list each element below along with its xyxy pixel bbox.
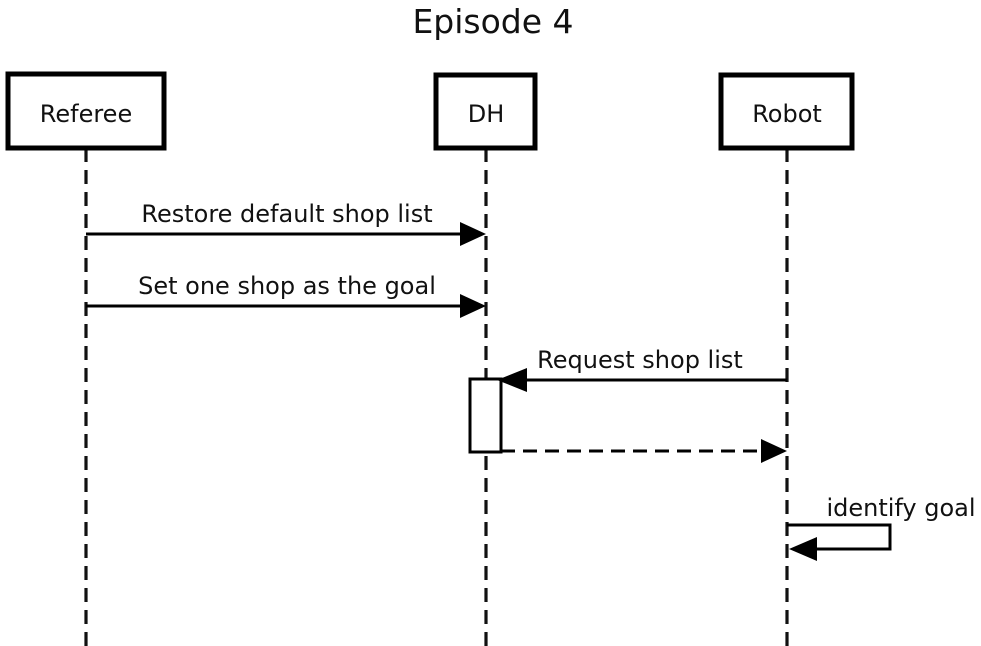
arrowhead-set-one-shop-as-the-goal [460, 294, 486, 318]
participant-robot[interactable]: Robot [718, 72, 855, 151]
message-label-request-shop-list: Request shop list [537, 346, 743, 374]
message-return-shop-list[interactable] [501, 439, 787, 463]
participant-box-dh [433, 72, 538, 151]
diagram-title: Episode 4 [412, 2, 573, 41]
message-request-shop-list[interactable]: Request shop list [497, 346, 787, 392]
arrowhead-identify-goal [789, 537, 817, 561]
message-label-restore-default-shop-list: Restore default shop list [141, 200, 432, 228]
participant-referee[interactable]: Referee [5, 71, 167, 151]
participant-dh[interactable]: DH [433, 72, 538, 151]
participant-box-robot [718, 72, 855, 151]
arrowhead-request-shop-list [497, 368, 527, 392]
message-restore-default-shop-list[interactable]: Restore default shop list [86, 200, 486, 246]
message-identify-goal[interactable]: identify goal [787, 494, 976, 561]
message-set-one-shop-as-the-goal[interactable]: Set one shop as the goal [86, 272, 486, 318]
arrowhead-return-shop-list [761, 439, 787, 463]
message-label-set-one-shop-as-the-goal: Set one shop as the goal [138, 272, 436, 300]
participant-box-referee [5, 71, 167, 151]
message-line-identify-goal [787, 523, 892, 551]
activation-box-dh [468, 377, 503, 454]
participant-label-dh: DH [468, 100, 505, 128]
message-label-identify-goal: identify goal [826, 494, 975, 522]
arrowhead-restore-default-shop-list [460, 222, 486, 246]
participant-label-referee: Referee [40, 100, 132, 128]
participant-label-robot: Robot [752, 100, 822, 128]
